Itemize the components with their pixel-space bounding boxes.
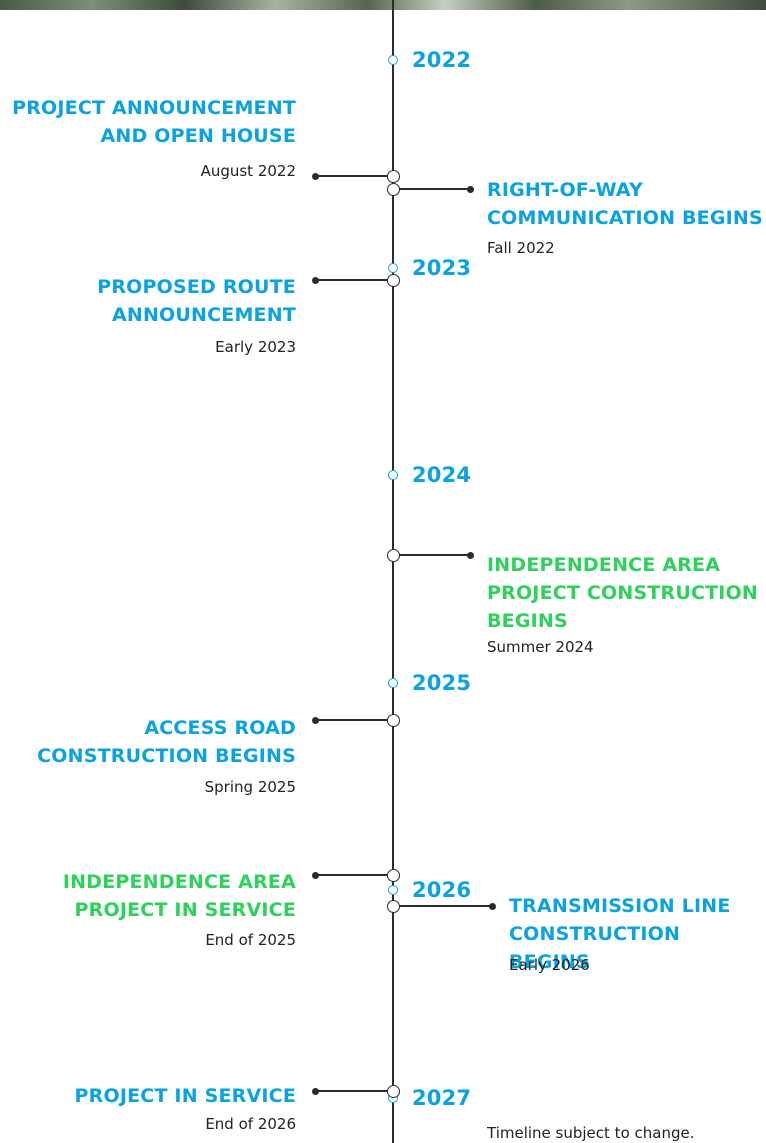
event-title: PROPOSED ROUTE ANNOUNCEMENT (0, 273, 296, 329)
event-date: Summer 2024 (487, 638, 594, 656)
year-marker-dot (388, 263, 398, 273)
event-date: Early 2026 (509, 956, 590, 974)
event-connector (315, 719, 393, 721)
event-title-line: PROPOSED ROUTE (97, 276, 296, 298)
event-title: TRANSMISSION LINE CONSTRUCTION BEGINS (509, 892, 766, 976)
year-marker-dot (388, 678, 398, 688)
event-connector (315, 874, 393, 876)
year-label: 2027 (412, 1086, 472, 1110)
event-node (386, 713, 400, 727)
year-label: 2022 (412, 48, 472, 72)
event-node (386, 868, 400, 882)
event-title-line: ACCESS ROAD (144, 717, 296, 739)
event-connector (315, 279, 393, 281)
header-photo-strip (0, 0, 766, 10)
event-connector-end-dot (311, 716, 319, 724)
event-node (386, 169, 400, 183)
event-title-line: AND OPEN HOUSE (100, 125, 296, 147)
year-marker-dot (388, 470, 398, 480)
event-title: INDEPENDENCE AREA PROJECT CONSTRUCTION BEG… (487, 551, 766, 635)
event-connector-end-dot (488, 902, 496, 910)
event-connector-end-dot (466, 551, 474, 559)
event-connector-end-dot (311, 172, 319, 180)
event-date: Early 2023 (215, 338, 296, 356)
year-marker-dot (388, 885, 398, 895)
event-title: ACCESS ROAD CONSTRUCTION BEGINS (0, 714, 296, 770)
event-title-line: ANNOUNCEMENT (111, 304, 296, 326)
footnote: Timeline subject to change. (487, 1124, 695, 1142)
year-label: 2025 (412, 671, 472, 695)
year-label: 2023 (412, 256, 472, 280)
event-title-line: PROJECT IN SERVICE (74, 1085, 296, 1107)
event-node (386, 548, 400, 562)
event-node (386, 182, 400, 196)
event-title-line: RIGHT-OF-WAY (487, 179, 643, 201)
event-connector-end-dot (311, 276, 319, 284)
event-title: PROJECT IN SERVICE (0, 1082, 296, 1110)
event-title: PROJECT ANNOUNCEMENT AND OPEN HOUSE (0, 94, 296, 150)
event-connector (393, 905, 492, 907)
year-label: 2026 (412, 878, 472, 902)
event-date: End of 2025 (205, 931, 296, 949)
event-title: INDEPENDENCE AREA PROJECT IN SERVICE (0, 868, 296, 924)
event-node (386, 899, 400, 913)
event-date: August 2022 (200, 162, 296, 180)
event-title-line: TRANSMISSION LINE (509, 895, 731, 917)
event-connector-end-dot (311, 1087, 319, 1095)
event-date: Spring 2025 (204, 778, 296, 796)
event-title: RIGHT-OF-WAY COMMUNICATION BEGINS (487, 176, 766, 232)
year-label: 2024 (412, 463, 472, 487)
event-title-line: CONSTRUCTION BEGINS (37, 745, 296, 767)
year-marker-dot (388, 55, 398, 65)
event-title-line: COMMUNICATION BEGINS (487, 207, 763, 229)
event-title-line: CONSTRUCTION BEGINS (509, 923, 681, 973)
event-node (386, 1084, 400, 1098)
event-node (386, 273, 400, 287)
event-connector (393, 188, 470, 190)
timeline-spine (392, 0, 394, 1143)
event-connector (315, 1090, 393, 1092)
event-connector-end-dot (466, 185, 474, 193)
event-date: End of 2026 (205, 1115, 296, 1133)
event-title-line: PROJECT ANNOUNCEMENT (12, 97, 296, 119)
event-title-line: INDEPENDENCE AREA (62, 871, 296, 893)
event-title-line: INDEPENDENCE AREA (487, 554, 721, 576)
event-connector (315, 175, 393, 177)
event-title-line: BEGINS (487, 610, 568, 632)
event-title-line: PROJECT CONSTRUCTION (487, 582, 759, 604)
event-date: Fall 2022 (487, 239, 555, 257)
event-title-line: PROJECT IN SERVICE (74, 899, 296, 921)
event-connector (393, 554, 470, 556)
event-connector-end-dot (311, 871, 319, 879)
